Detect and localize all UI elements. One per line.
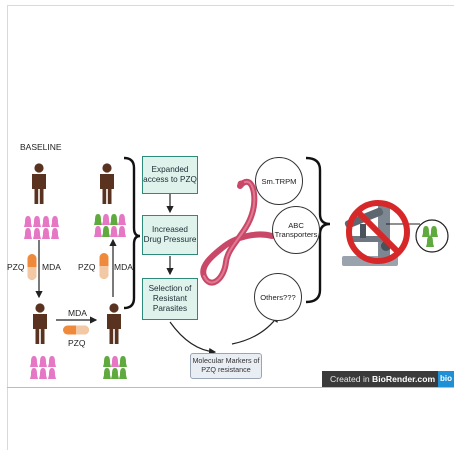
brace-right bbox=[305, 156, 331, 304]
frame-divider bbox=[7, 387, 454, 388]
mda-mid-label: MDA bbox=[114, 262, 133, 272]
pill-icon bbox=[63, 325, 89, 335]
worm-icon bbox=[200, 178, 275, 286]
pzq-left-label: PZQ bbox=[7, 262, 25, 272]
others-text: Others??? bbox=[260, 292, 296, 302]
brace-left bbox=[123, 156, 141, 310]
parasite-icon bbox=[94, 214, 126, 237]
frame-top-border bbox=[7, 5, 454, 6]
frame-left-border bbox=[7, 5, 8, 450]
mda-bottom-label: MDA bbox=[68, 308, 87, 318]
sm-trpm-circle: Sm.TRPM bbox=[255, 157, 303, 205]
pill-icon bbox=[27, 254, 37, 280]
biorender-logo: bio bbox=[438, 371, 454, 387]
resistant-parasites-text: Selection of Resistant Parasites bbox=[148, 284, 192, 313]
parasite-icon bbox=[30, 356, 56, 379]
baseline-label: BASELINE bbox=[20, 142, 62, 152]
molecular-markers-text: Molecular Markers of PZQ resistance bbox=[192, 356, 260, 374]
person-icon bbox=[100, 163, 114, 204]
expanded-access-text: Expanded access to PZQ bbox=[143, 165, 197, 184]
person-icon bbox=[32, 163, 46, 204]
biorender-badge[interactable]: Created in BioRender.com bio bbox=[322, 371, 454, 387]
pill-icon bbox=[99, 253, 109, 279]
sm-trpm-text: Sm.TRPM bbox=[261, 176, 297, 186]
drug-pressure-text: Increased Drug Pressure bbox=[143, 225, 197, 244]
abc-transporters-text: ABC Transporters bbox=[274, 221, 318, 239]
badge-prefix: Created in bbox=[330, 374, 373, 384]
pzq-mid-label: PZQ bbox=[78, 262, 96, 272]
pzq-bottom-label: PZQ bbox=[68, 338, 86, 348]
parasite-icon bbox=[103, 356, 127, 379]
parasite-icon bbox=[24, 216, 59, 239]
drug-pressure-box: Increased Drug Pressure bbox=[142, 215, 198, 255]
prohibition-icon bbox=[346, 200, 410, 264]
person-icon bbox=[33, 303, 47, 344]
others-circle: Others??? bbox=[254, 273, 302, 321]
resistant-parasites-box: Selection of Resistant Parasites bbox=[142, 278, 198, 320]
mda-left-label: MDA bbox=[42, 262, 61, 272]
badge-brand: BioRender.com bbox=[372, 374, 436, 384]
expanded-access-box: Expanded access to PZQ bbox=[142, 156, 198, 194]
person-icon bbox=[107, 303, 121, 344]
abc-transporters-circle: ABC Transporters bbox=[272, 206, 320, 254]
molecular-markers-box: Molecular Markers of PZQ resistance bbox=[190, 353, 262, 379]
